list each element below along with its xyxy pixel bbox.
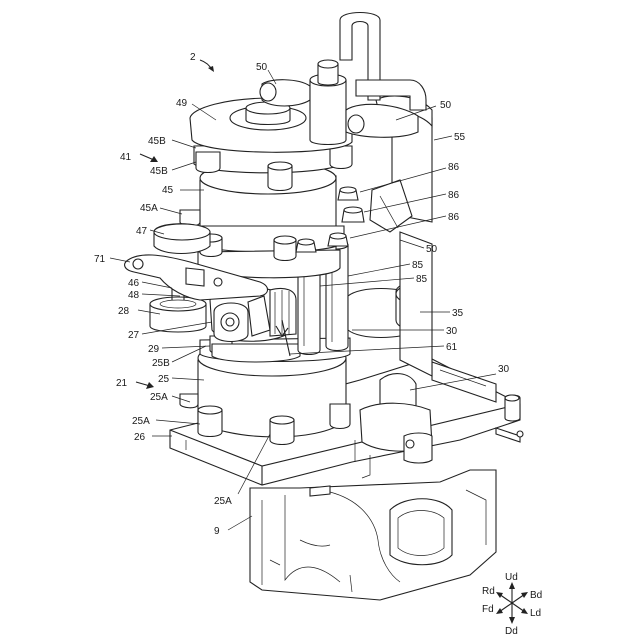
label-26: 26 [134, 432, 146, 443]
axis-up-label: Ud [505, 572, 518, 583]
label-25A-lower: 25A [214, 496, 232, 507]
label-85-a: 85 [412, 260, 424, 271]
direction-compass: Ud Rd Bd Fd Ld Dd [482, 572, 542, 637]
axis-left-label: Ld [530, 608, 541, 619]
label-28: 28 [118, 306, 130, 317]
label-45B-upper: 45B [148, 136, 166, 147]
lower-housing [250, 470, 496, 600]
label-9: 9 [214, 526, 220, 537]
label-86-a: 86 [448, 162, 460, 173]
label-86-b: 86 [448, 190, 460, 201]
label-25A-upper: 25A [150, 392, 168, 403]
label-46: 46 [128, 278, 140, 289]
axis-back-label: Bd [530, 590, 542, 601]
label-41: 41 [120, 152, 132, 163]
label-50-mid: 50 [426, 244, 438, 255]
label-50-top: 50 [256, 62, 268, 73]
label-71: 71 [94, 254, 106, 265]
label-25: 25 [158, 374, 170, 385]
label-85-b: 85 [416, 274, 428, 285]
label-50-right: 50 [440, 100, 452, 111]
axis-rear-label: Rd [482, 586, 495, 597]
label-30-lower: 30 [498, 364, 510, 375]
label-29: 29 [148, 344, 160, 355]
label-21: 21 [116, 378, 128, 389]
label-55: 55 [454, 132, 466, 143]
label-45B-lower: 45B [150, 166, 168, 177]
label-49: 49 [176, 98, 188, 109]
label-45A: 45A [140, 203, 158, 214]
label-25A-mid: 25A [132, 416, 150, 427]
label-2: 2 [190, 52, 196, 63]
label-45: 45 [162, 185, 174, 196]
label-25B: 25B [152, 358, 170, 369]
axis-front-label: Fd [482, 604, 494, 615]
axis-down-label: Dd [505, 626, 518, 637]
label-47: 47 [136, 226, 148, 237]
label-35: 35 [452, 308, 464, 319]
label-27: 27 [128, 330, 140, 341]
label-48: 48 [128, 290, 140, 301]
label-30-mid: 30 [446, 326, 458, 337]
label-61: 61 [446, 342, 458, 353]
label-86-c: 86 [448, 212, 460, 223]
